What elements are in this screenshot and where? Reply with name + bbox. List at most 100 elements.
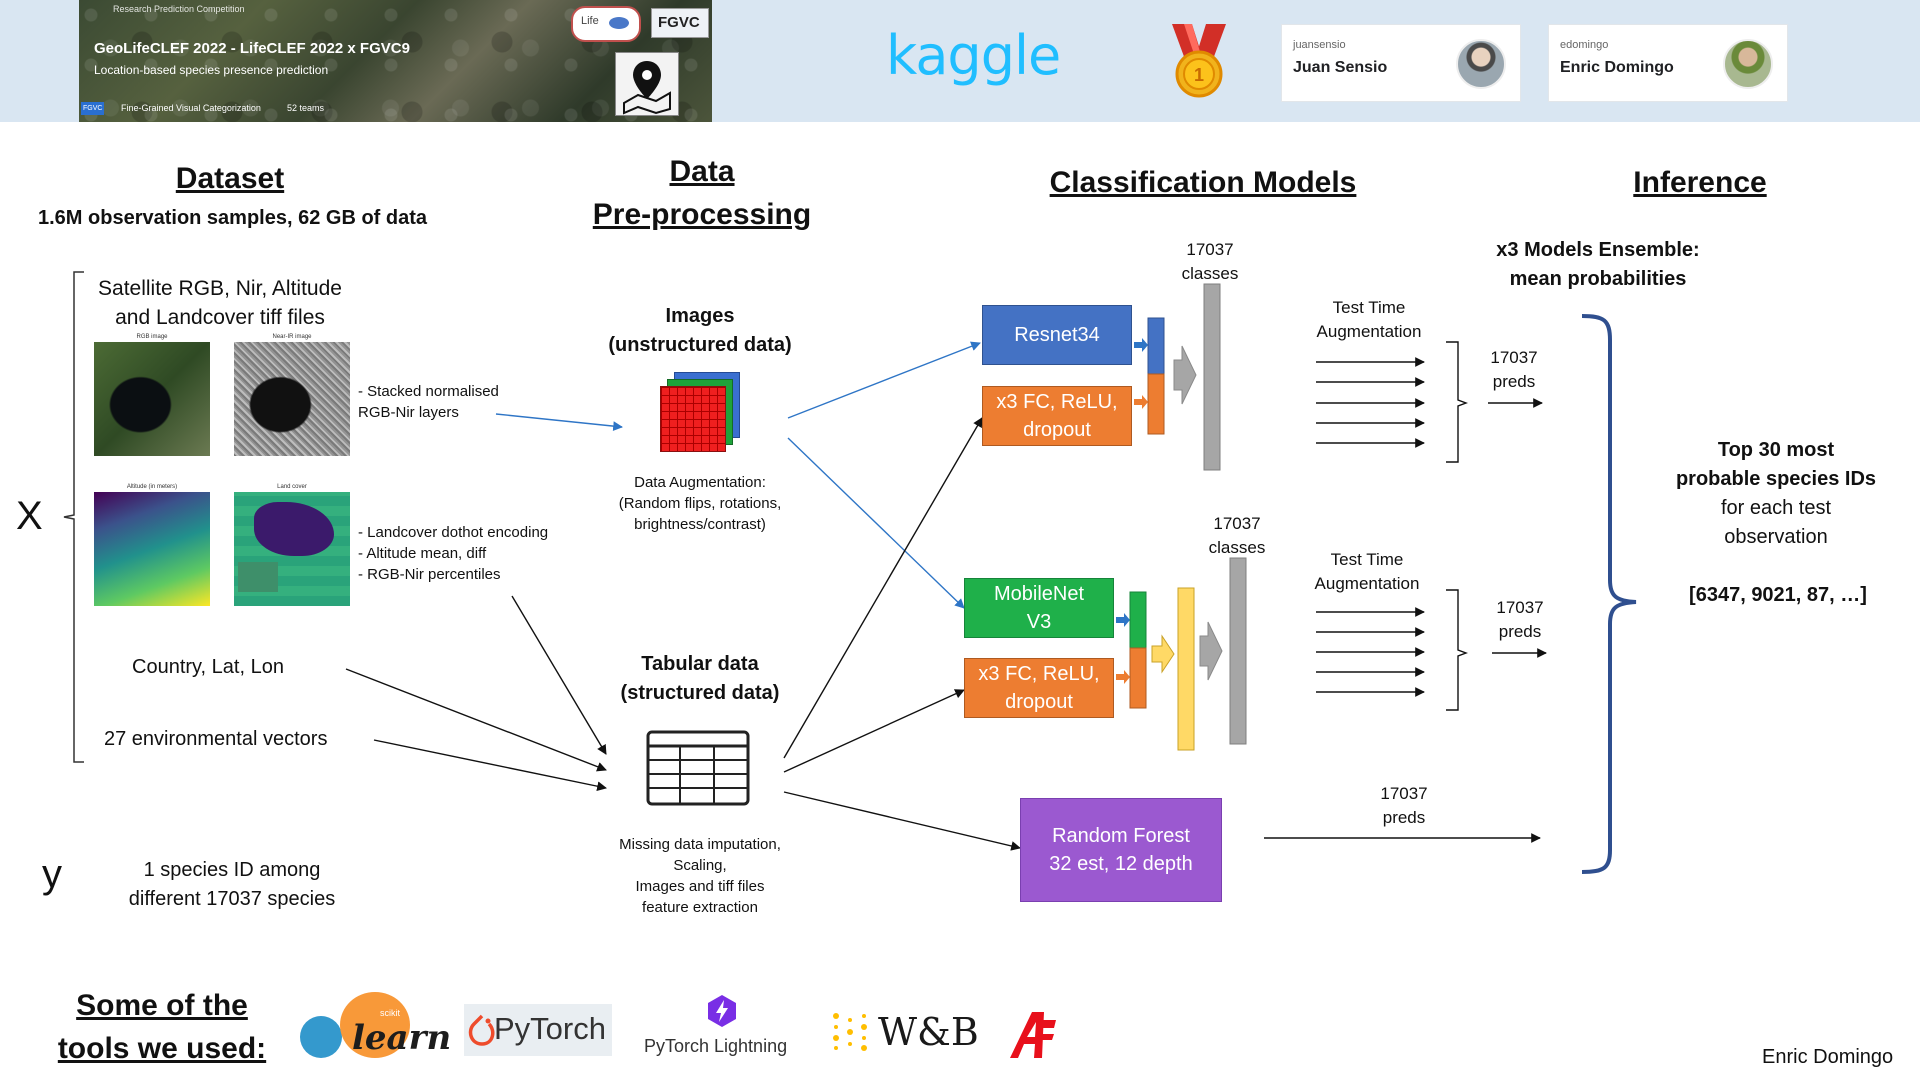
note-line: - Altitude mean, diff xyxy=(358,545,487,562)
preprocessing-title-line: Pre-processing xyxy=(592,198,812,231)
note-line: - Landcover dothot encoding xyxy=(358,524,549,541)
lightning-text: PyTorch Lightning xyxy=(644,1036,788,1056)
tools-title: Some of the tools we used: xyxy=(42,984,282,1070)
rf-line: 32 est, 12 depth xyxy=(1049,853,1193,875)
random-forest-box: Random Forest 32 est, 12 depth xyxy=(1020,798,1222,902)
top30-line: probable species IDs xyxy=(1675,468,1877,490)
wandb-dots-icon xyxy=(833,1013,867,1051)
top30-line: for each test xyxy=(1720,497,1832,519)
rgb-thumbnail: RGB image xyxy=(92,334,212,460)
resnet-feature-bar-orange xyxy=(1147,373,1165,435)
fc-line: dropout xyxy=(1005,691,1073,713)
tta-arrows-middle xyxy=(1316,607,1425,697)
note-features: - Landcover dothot encoding - Altitude m… xyxy=(358,522,548,585)
arrow-images-to-mobilenet xyxy=(787,437,965,609)
classes-num: 17037 xyxy=(1186,240,1234,259)
tabular-note-line: Missing data imputation, xyxy=(619,836,781,853)
avatar xyxy=(1723,39,1773,89)
tools-title-line: Some of the xyxy=(76,989,248,1022)
wandb-text: W&B xyxy=(878,1010,979,1054)
display-name: Enric Domingo xyxy=(1560,59,1674,76)
arrow-tabular-to-rf xyxy=(783,791,1021,851)
top30-line: observation xyxy=(1724,526,1828,548)
medal-number: 1 xyxy=(1194,65,1204,85)
fc-box-top: x3 FC, ReLU, dropout xyxy=(982,386,1132,446)
preprocessing-title-line: Data xyxy=(669,155,735,188)
fgvc-logo-text: FGVC xyxy=(658,14,700,31)
banner-title: GeoLifeCLEF 2022 - LifeCLEF 2022 x FGVC9 xyxy=(94,40,410,57)
x-label: X xyxy=(16,494,43,538)
preds-num: 17037 xyxy=(1490,348,1538,367)
albumentations-logo xyxy=(1008,1010,1058,1060)
mobilenet-feature-bar-orange xyxy=(1129,647,1147,709)
fc-line: dropout xyxy=(1023,419,1091,441)
arrow-env-to-tabular xyxy=(373,739,607,792)
tta-label-top: Test Time Augmentation xyxy=(1300,296,1438,344)
ensemble-line: x3 Models Ensemble: xyxy=(1496,239,1700,261)
classes-word: classes xyxy=(1208,538,1266,557)
lifeclef-eye-icon xyxy=(609,17,629,29)
resnet-feature-bar-blue xyxy=(1147,317,1165,375)
avatar xyxy=(1456,39,1506,89)
mobilenet-line: V3 xyxy=(1026,611,1052,633)
x-bracket xyxy=(63,271,84,763)
classes-num: 17037 xyxy=(1213,514,1261,533)
inference-title: Inference xyxy=(1633,166,1767,199)
satellite-title: Satellite RGB, Nir, Altitude and Landcov… xyxy=(84,274,356,332)
display-name: Juan Sensio xyxy=(1293,59,1388,76)
nearir-thumbnail: Near-IR image xyxy=(232,334,352,460)
arrow-images-to-resnet xyxy=(787,341,981,419)
lifeclef-logo: Life xyxy=(571,6,641,42)
tta-line: Augmentation xyxy=(1314,574,1420,593)
mobilenet-feature-bar-green xyxy=(1129,591,1147,649)
note-line: RGB-Nir layers xyxy=(358,404,459,421)
username: edomingo xyxy=(1560,39,1609,51)
augmentation-line: brightness/contrast) xyxy=(634,516,766,533)
environmental-vectors: 27 environmental vectors xyxy=(104,728,328,750)
dataset-subtitle: 1.6M observation samples, 62 GB of data xyxy=(38,207,428,229)
fc-line: x3 FC, ReLU, xyxy=(978,663,1100,685)
arrow-tabular-to-fc2 xyxy=(783,689,965,773)
small-arrow-icon xyxy=(1134,395,1148,409)
pytorch-flame-icon xyxy=(468,1014,495,1046)
resnet34-box: Resnet34 xyxy=(982,305,1132,365)
lightning-bolt-icon xyxy=(708,995,736,1027)
preds-word: preds xyxy=(1498,622,1542,641)
fc-box-middle: x3 FC, ReLU, dropout xyxy=(964,658,1114,718)
output-layer-bar xyxy=(1203,283,1221,471)
competition-banner[interactable]: Research Prediction Competition GeoLifeC… xyxy=(79,0,712,122)
tta-arrows-top xyxy=(1316,357,1425,448)
sklearn-small-text: scikit xyxy=(380,1008,400,1018)
images-heading: Images (unstructured data) xyxy=(580,302,820,360)
satellite-title-line: Satellite RGB, Nir, Altitude xyxy=(98,277,342,300)
tabular-notes: Missing data imputation, Scaling, Images… xyxy=(590,834,810,918)
wandb-logo: W&B xyxy=(830,1010,980,1056)
kaggle-logo[interactable]: kaggle xyxy=(886,24,1061,87)
user-card-edomingo[interactable]: edomingo Enric Domingo xyxy=(1548,24,1788,102)
thumb-label: RGB image xyxy=(136,334,168,340)
augmentation-line: (Random flips, rotations, xyxy=(618,495,782,512)
pytorch-text: PyTorch xyxy=(494,1011,606,1046)
output-layer-bar xyxy=(1229,557,1247,745)
tabular-note-line: feature extraction xyxy=(642,899,758,916)
user-card-juansensio[interactable]: juansensio Juan Sensio xyxy=(1281,24,1521,102)
tta-line: Test Time xyxy=(1332,298,1406,317)
username: juansensio xyxy=(1293,39,1346,51)
note-line: - RGB-Nir percentiles xyxy=(358,566,501,583)
thumb-label: Near-IR image xyxy=(272,334,312,340)
banner-teams: 52 teams xyxy=(287,103,325,113)
augmentation-note: Data Augmentation: (Random flips, rotati… xyxy=(590,472,810,535)
mobilenet-line: MobileNet xyxy=(993,583,1085,605)
thumb-label: Land cover xyxy=(277,484,307,490)
top30-description: Top 30 most probable species IDs for eac… xyxy=(1650,436,1902,552)
preds-word: preds xyxy=(1492,372,1536,391)
note-stacked: - Stacked normalised RGB-Nir layers xyxy=(358,381,499,423)
block-arrow-icon xyxy=(1199,621,1223,681)
tta-line: Augmentation xyxy=(1316,322,1422,341)
thumb-label: Altitude (in meters) xyxy=(126,484,178,490)
arrow-stacked-to-images xyxy=(495,413,623,431)
ensemble-heading: x3 Models Ensemble: mean probabilities xyxy=(1470,236,1726,294)
images-heading-line: Images xyxy=(665,305,735,327)
arrow-features-to-tabular xyxy=(511,595,607,755)
tabular-heading-line: Tabular data xyxy=(641,653,759,675)
